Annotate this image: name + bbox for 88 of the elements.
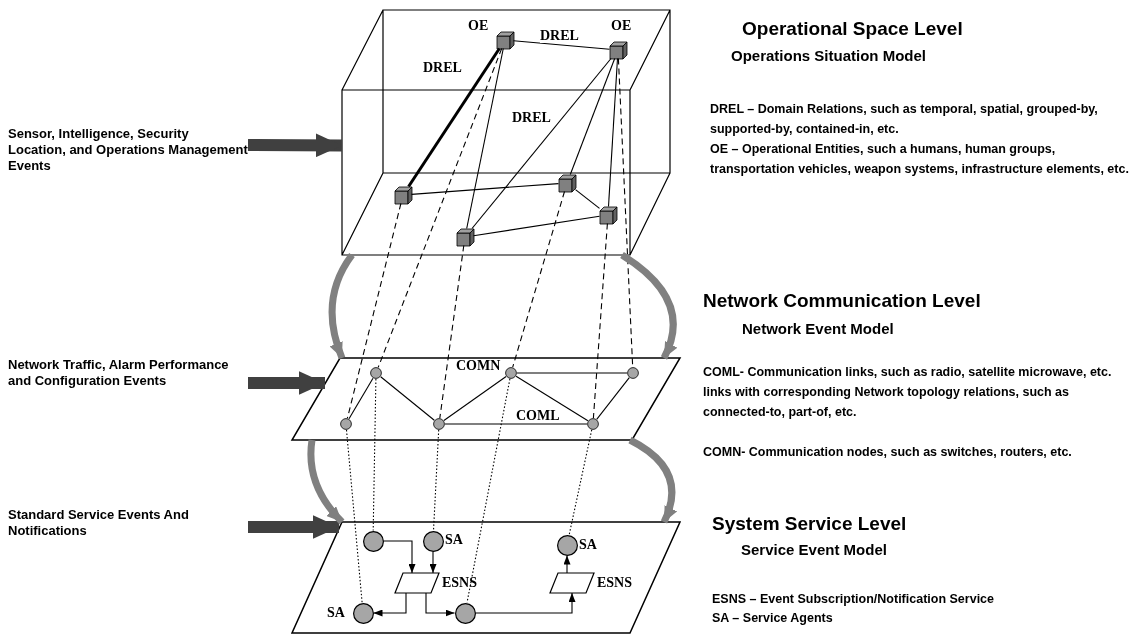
- flow-arrow: [248, 371, 325, 395]
- connector-line: [569, 57, 616, 176]
- arrow: [429, 550, 437, 574]
- definition-text: SA – Service Agents: [712, 610, 834, 627]
- network-node-circle: [587, 418, 599, 430]
- event-source-text: Network Traffic, Alarm Performance and Configuration Events: [8, 357, 248, 407]
- connector-line: [345, 429, 363, 604]
- layer-plane: [292, 358, 680, 440]
- connector-line: [472, 215, 601, 237]
- wireframe-box: [342, 10, 670, 255]
- connector-line: [372, 378, 377, 532]
- connector-line: [516, 372, 628, 374]
- connector-line: [574, 189, 601, 209]
- level-heading: Network Communication Level: [703, 289, 981, 312]
- edge-label: COML: [516, 408, 560, 423]
- agent-circle: [556, 534, 578, 556]
- arrow: [382, 540, 416, 574]
- service-parallelogram: [395, 573, 439, 593]
- agent-circle: [362, 530, 384, 552]
- connector-line: [596, 377, 630, 420]
- level-heading: System Service Level: [712, 512, 907, 535]
- level-heading: Operational Space Level: [742, 17, 963, 40]
- edge-label: DREL: [540, 28, 579, 43]
- node-label: COMN: [456, 358, 501, 373]
- node-label: SA: [327, 605, 345, 620]
- arrow: [563, 554, 571, 574]
- network-node-circle: [370, 367, 382, 379]
- model-subheading: Operations Situation Model: [731, 46, 926, 65]
- connector-line: [444, 423, 588, 425]
- definition-text: DREL – Domain Relations, such as temporal, spatial, grouped-by, supported-by, contained-in, etc.: [710, 101, 1099, 138]
- agent-circle: [352, 602, 374, 624]
- connector-line: [348, 377, 374, 420]
- connector-line: [346, 202, 402, 419]
- entity-cube: [558, 174, 576, 192]
- connector-line: [407, 47, 501, 188]
- definition-text: OE – Operational Entities, such a humans, human groups, transportation vehicles, weapon systems, infrastructure elements, etc.: [710, 141, 1130, 178]
- connector-line: [439, 244, 465, 419]
- event-source-text: Standard Service Events And Notifications: [8, 507, 248, 541]
- agent-circle: [454, 602, 476, 624]
- flow-arrow: [247, 133, 343, 158]
- connector-line: [466, 378, 511, 604]
- entity-cube: [609, 41, 627, 59]
- connector-line: [380, 376, 435, 421]
- connector-line: [466, 47, 504, 230]
- flow-arrow: [328, 253, 355, 360]
- service-parallelogram: [550, 573, 594, 593]
- flow-arrow: [248, 515, 339, 539]
- connector-line: [568, 429, 593, 536]
- connector-line: [515, 375, 589, 422]
- node-label: OE: [611, 18, 632, 33]
- connector-line: [432, 429, 440, 532]
- model-subheading: Service Event Model: [741, 540, 887, 559]
- agent-circle: [422, 530, 444, 552]
- flow-arrow: [307, 439, 345, 525]
- connector-line: [377, 47, 503, 368]
- node-label: ESNS: [442, 575, 478, 590]
- arrow: [372, 592, 407, 617]
- definition-text: ESNS – Event Subscription/Notification Service: [712, 591, 995, 608]
- entity-cube: [496, 31, 514, 49]
- definition-text: COMN- Communication nodes, such as switches, routers, etc.: [703, 444, 1073, 461]
- arrow: [474, 592, 576, 614]
- node-label: SA: [445, 532, 463, 547]
- edge-label: DREL: [512, 110, 551, 125]
- edge-label: DREL: [423, 60, 462, 75]
- connector-line: [471, 57, 612, 230]
- entity-cube: [599, 206, 617, 224]
- connector-line: [410, 183, 560, 195]
- flow-arrow: [628, 436, 677, 524]
- arrow: [425, 592, 456, 617]
- node-label: SA: [579, 537, 597, 552]
- network-node-circle: [340, 418, 352, 430]
- entity-cube: [394, 186, 412, 204]
- node-label: ESNS: [597, 575, 633, 590]
- node-label: OE: [468, 18, 489, 33]
- connector-line: [592, 222, 608, 419]
- layer-plane: [292, 522, 680, 633]
- entity-cube: [456, 228, 474, 246]
- connector-line: [512, 40, 611, 50]
- network-node-circle: [627, 367, 639, 379]
- network-node-circle: [433, 418, 445, 430]
- network-node-circle: [505, 367, 517, 379]
- connector-line: [512, 190, 566, 368]
- connector-line: [607, 57, 619, 208]
- model-subheading: Network Event Model: [742, 319, 894, 338]
- connector-line: [443, 375, 507, 422]
- definition-text: COML- Communication links, such as radio, satellite microwave, etc. links with corresponding Network topology relations, such as connected-to, part-of, etc.: [703, 364, 1113, 421]
- event-source-text: Sensor, Intelligence, Security Location, and Operations Management Events: [8, 126, 248, 176]
- flow-arrow: [620, 252, 677, 360]
